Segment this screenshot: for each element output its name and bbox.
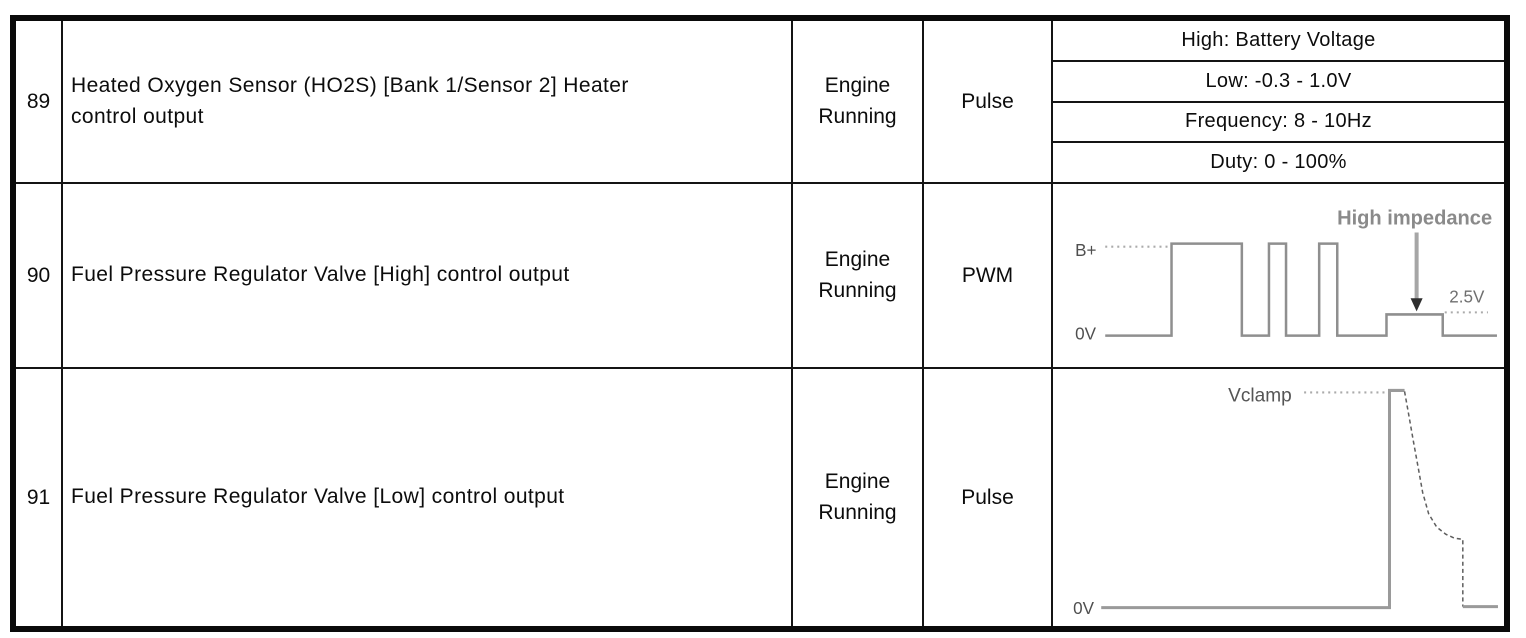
spec-high: High: Battery Voltage [1181, 28, 1376, 51]
pulse-clamp-waveform-diagram: Vclamp 0V [1073, 386, 1498, 618]
svg-text:High impedance: High impedance [1337, 207, 1492, 229]
waveform-cell: B+ 0V 2.5V High impedance [1051, 184, 1504, 367]
svg-text:0V: 0V [1073, 598, 1094, 618]
signal-type: Pulse [922, 21, 1051, 182]
pin-number: 90 [26, 263, 51, 287]
spec-low: Low: -0.3 - 1.0V [1053, 59, 1504, 101]
test-condition: Engine Running [791, 184, 922, 367]
table-row-90: 90 Fuel Pressure Regulator Valve [High] … [16, 182, 1504, 367]
svg-text:2.5V: 2.5V [1449, 286, 1485, 306]
signal-spec-list: High: Battery Voltage Low: -0.3 - 1.0V F… [1051, 21, 1504, 182]
svg-text:B+: B+ [1075, 240, 1096, 260]
pin-number: 91 [26, 485, 51, 509]
pin-description: Fuel Pressure Regulator Valve [Low] cont… [61, 369, 791, 626]
signal-type: Pulse [922, 369, 1051, 626]
signal-type: PWM [922, 184, 1051, 367]
spec-frequency: Frequency: 8 - 10Hz [1053, 100, 1504, 142]
svg-text:Vclamp: Vclamp [1228, 386, 1292, 407]
connector-pin-signal-table: 89 Heated Oxygen Sensor (HO2S) [Bank 1/S… [10, 15, 1510, 632]
waveform-cell: Vclamp 0V [1051, 369, 1504, 626]
pin-description: Heated Oxygen Sensor (HO2S) [Bank 1/Sens… [61, 21, 791, 182]
table-row-89: 89 Heated Oxygen Sensor (HO2S) [Bank 1/S… [16, 21, 1504, 182]
table-row-91: 91 Fuel Pressure Regulator Valve [Low] c… [16, 367, 1504, 626]
test-condition: Engine Running [791, 21, 922, 182]
test-condition: Engine Running [791, 369, 922, 626]
pwm-waveform-diagram: B+ 0V 2.5V High impedance [1075, 207, 1497, 344]
spec-duty: Duty: 0 - 100% [1053, 141, 1504, 182]
pin-description: Fuel Pressure Regulator Valve [High] con… [61, 184, 791, 367]
svg-text:0V: 0V [1075, 324, 1096, 344]
pin-number: 89 [26, 89, 51, 113]
